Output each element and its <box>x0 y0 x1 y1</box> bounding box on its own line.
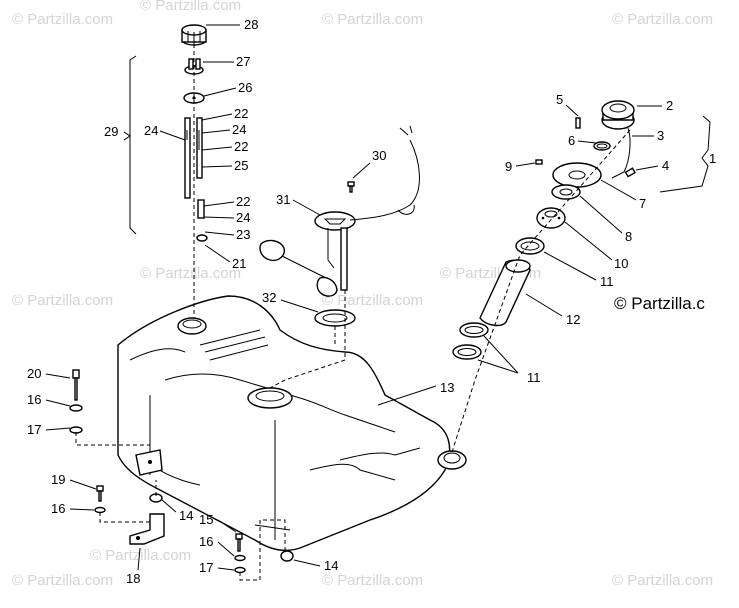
screw-5 <box>575 117 581 129</box>
callout-21: 21 <box>232 256 246 271</box>
bracket-18 <box>129 513 165 545</box>
callout-3: 3 <box>657 128 664 143</box>
watermark: © Partzilla.com <box>612 11 713 28</box>
callout-22b: 22 <box>234 139 248 154</box>
callout-24a: 24 <box>144 123 158 138</box>
leader-lines <box>45 24 662 571</box>
guide-line <box>239 519 286 581</box>
watermark: © Partzilla.com <box>90 547 191 564</box>
flange-10 <box>536 207 566 229</box>
bolt-30 <box>347 181 355 193</box>
watermark: © Partzilla.com <box>322 11 423 28</box>
bolt-19 <box>96 485 104 502</box>
watermark: © Partzilla.com <box>322 572 423 589</box>
bracket-tip-29 <box>123 131 131 141</box>
callout-1: 1 <box>709 151 716 166</box>
bolt-15 <box>235 533 243 552</box>
copyright-label: © Partzilla.c <box>614 294 705 313</box>
washer-16b <box>94 506 106 514</box>
callout-22a: 22 <box>234 106 248 121</box>
hose-clamp-11c <box>452 344 482 360</box>
callout-4: 4 <box>662 158 669 173</box>
callout-11b: 11 <box>527 370 541 385</box>
filler-hose-12 <box>479 259 531 327</box>
hose-clamp-11b <box>459 322 489 338</box>
callout-14a: 14 <box>179 508 193 523</box>
watermark: © Partzilla.com <box>12 11 113 28</box>
callout-27: 27 <box>236 54 250 69</box>
gasket-7 <box>552 162 602 188</box>
callout-16c: 16 <box>199 534 213 549</box>
washer-16a <box>69 404 83 412</box>
fuel-tank <box>117 295 467 552</box>
callout-2: 2 <box>666 98 673 113</box>
bracket-29 <box>129 55 137 235</box>
callout-30: 30 <box>372 148 386 163</box>
callout-20: 20 <box>27 366 41 381</box>
callout-12: 12 <box>566 312 580 327</box>
callout-22c: 22 <box>236 194 250 209</box>
callout-26: 26 <box>238 80 252 95</box>
callout-8: 8 <box>625 229 632 244</box>
watermark: © Partzilla.com <box>140 265 241 282</box>
watermark: © Partzilla.com <box>612 572 713 589</box>
guide-line <box>269 290 346 389</box>
nut-14b <box>280 550 294 562</box>
guide-line <box>99 512 150 523</box>
callout-29: 29 <box>104 124 118 139</box>
callout-10: 10 <box>614 256 628 271</box>
callout-18: 18 <box>126 571 140 586</box>
bracket-1 <box>659 115 711 193</box>
washer-16c <box>234 554 246 562</box>
callout-9: 9 <box>505 159 512 174</box>
bracket-left <box>135 449 163 476</box>
callout-31: 31 <box>276 192 290 207</box>
screw-4 <box>624 167 636 178</box>
callout-6: 6 <box>568 133 575 148</box>
callout-17a: 17 <box>27 422 41 437</box>
callout-5: 5 <box>556 92 563 107</box>
callout-25: 25 <box>234 158 248 173</box>
o-ring-6 <box>593 141 611 151</box>
callout-32: 32 <box>262 290 276 305</box>
callout-17b: 17 <box>199 560 213 575</box>
callout-28: 28 <box>244 17 258 32</box>
callout-14b: 14 <box>324 558 338 573</box>
clamp-11 <box>515 237 545 255</box>
gasket-32 <box>314 309 356 327</box>
fuel-cap-28 <box>181 24 207 46</box>
watermark: © Partzilla.com <box>140 0 241 14</box>
callout-23: 23 <box>236 227 250 242</box>
callout-15: 15 <box>199 512 213 527</box>
tether-3 <box>611 127 631 179</box>
callout-13: 13 <box>440 380 454 395</box>
rivet-9 <box>535 159 543 165</box>
watermark: © Partzilla.com <box>322 292 423 309</box>
filler-axis <box>451 129 631 453</box>
callout-24b: 24 <box>232 122 246 137</box>
callout-16a: 16 <box>27 392 41 407</box>
filler-cap-2 <box>601 100 635 130</box>
washer-17b <box>234 566 246 574</box>
fuel-sender-31 <box>259 125 420 297</box>
watermark: © Partzilla.com <box>12 292 113 309</box>
rod-assembly <box>184 117 208 242</box>
callout-labels: 1 2 3 4 5 6 7 8 9 10 11 11 12 13 14 14 1… <box>27 17 716 586</box>
callout-24c: 24 <box>236 210 250 225</box>
callout-16b: 16 <box>51 501 65 516</box>
bolt-20 <box>72 369 80 401</box>
callout-7: 7 <box>639 196 646 211</box>
plate-8 <box>551 184 581 200</box>
callout-19: 19 <box>51 472 65 487</box>
watermark: © Partzilla.com <box>12 572 113 589</box>
callout-11a: 11 <box>600 274 614 289</box>
